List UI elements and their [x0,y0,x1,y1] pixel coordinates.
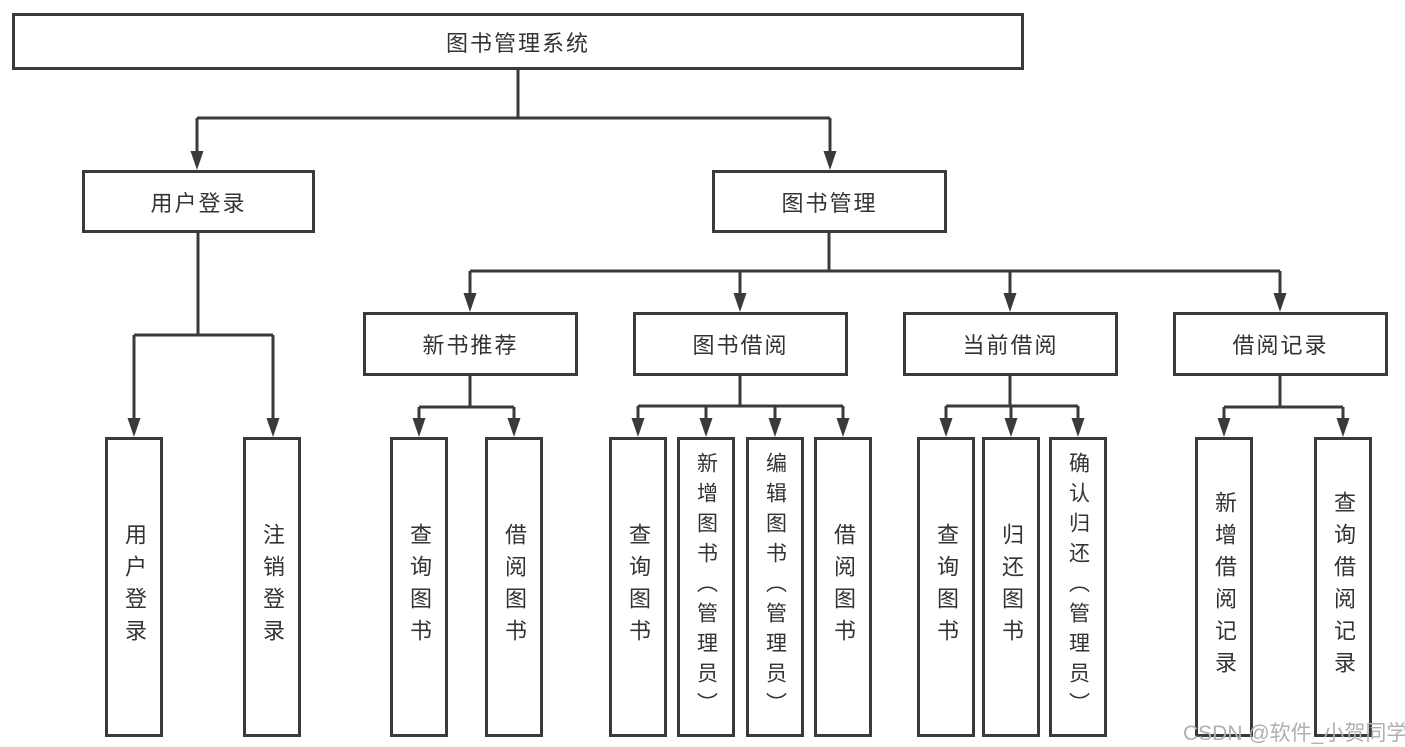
node-label: 注销登录 [260,523,285,651]
node-label: 图书管理 [781,190,878,216]
csdn-watermark: CSDN @软件_小贺同学 [1183,722,1405,745]
node-label: 图书管理系统 [445,30,590,56]
node-label: 借阅图书 [502,523,527,651]
node-user-login-leaf: 用户登录 [105,437,163,737]
node-borrow-books-borrowing: 借阅图书 [814,437,872,737]
node-borrowing-records: 借阅记录 [1173,312,1388,376]
node-new-book-recommendation: 新书推荐 [363,312,578,376]
node-label: 图书借阅 [692,333,789,358]
node-label: 归还图书 [999,523,1024,651]
node-label: 查询借阅记录 [1331,491,1356,683]
node-logout: 注销登录 [243,437,301,737]
node-add-book-admin: 新增图书（管理员） [677,437,735,737]
node-edit-book-admin: 编辑图书（管理员） [746,437,804,737]
node-label: 查询图书 [626,523,651,651]
node-label: 用户登录 [150,190,247,216]
node-book-management: 图书管理 [712,170,947,233]
node-label: 编辑图书（管理员） [763,452,787,722]
node-query-books-recommend: 查询图书 [390,437,448,737]
node-label: 用户登录 [122,523,147,651]
node-user-login: 用户登录 [82,170,315,233]
node-library-management-system: 图书管理系统 [12,13,1024,70]
node-label: 查询图书 [934,523,959,651]
node-query-books-current: 查询图书 [917,437,975,737]
node-label: 新书推荐 [422,333,519,358]
node-borrow-books-recommend: 借阅图书 [485,437,543,737]
node-label: 查询图书 [407,523,432,651]
node-query-borrow-record: 查询借阅记录 [1314,437,1372,737]
node-label: 当前借阅 [962,333,1059,358]
node-query-books-borrowing: 查询图书 [609,437,667,737]
node-confirm-return-admin: 确认归还（管理员） [1049,437,1107,737]
node-current-borrowing: 当前借阅 [903,312,1118,376]
node-add-borrow-record: 新增借阅记录 [1195,437,1253,737]
node-label: 新增借阅记录 [1212,491,1237,683]
node-label: 新增图书（管理员） [694,452,718,722]
node-return-books: 归还图书 [982,437,1040,737]
node-label: 借阅图书 [831,523,856,651]
node-label: 借阅记录 [1232,333,1329,358]
node-label: 确认归还（管理员） [1066,452,1090,722]
node-book-borrowing: 图书借阅 [633,312,848,376]
